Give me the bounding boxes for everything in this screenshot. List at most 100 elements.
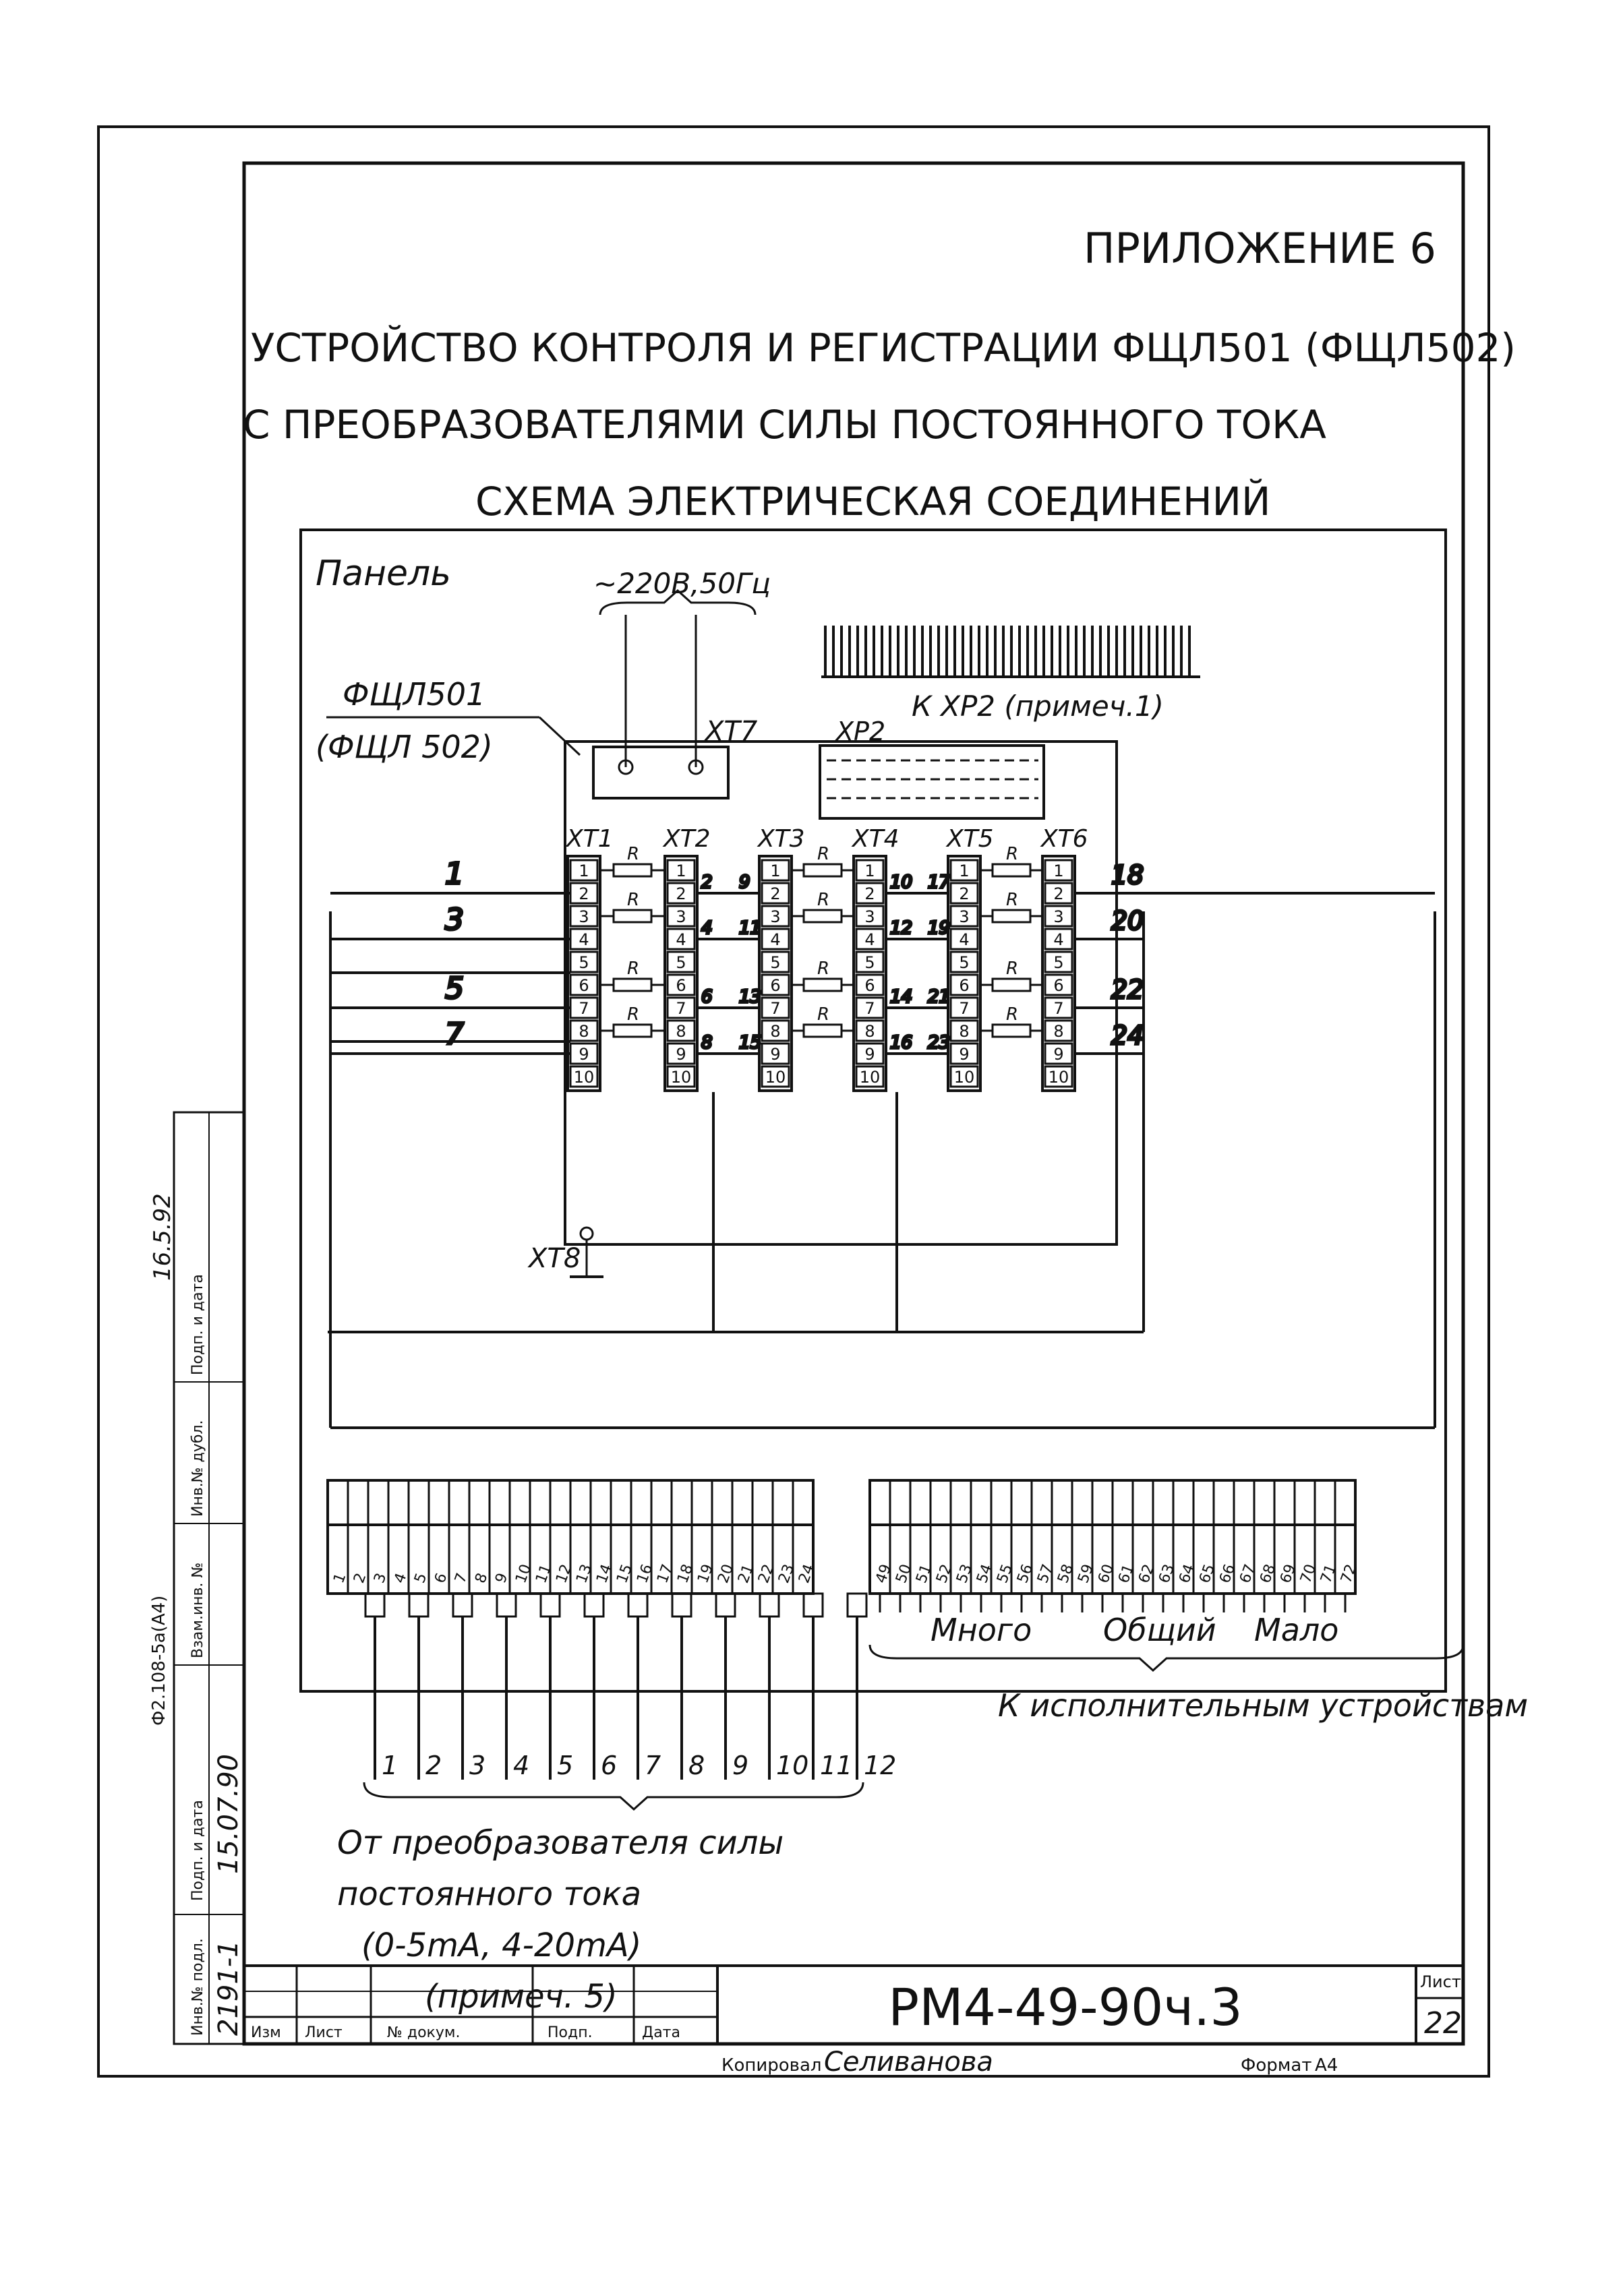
- terminal-cell: [666, 905, 696, 928]
- resistor: [991, 863, 1032, 878]
- terminal-cell: [569, 1019, 599, 1042]
- terminal-area: ХТ112345678910ХТ212345678910ХТ3123456789…: [565, 825, 1088, 1092]
- connector-pin-number: 57: [1034, 1562, 1057, 1585]
- terminal-block-label: ХТ4: [851, 825, 899, 853]
- wire-number: 1: [445, 857, 464, 891]
- terminal-cell: [666, 1042, 696, 1065]
- input-channel-number: 6: [601, 1751, 617, 1780]
- resistor-label: R: [817, 959, 829, 979]
- input-caption-2: постоянного тока: [337, 1875, 641, 1913]
- resistor-label: R: [1006, 1004, 1018, 1025]
- format-label: Формат: [1241, 2055, 1312, 2076]
- resistor: [802, 909, 843, 924]
- terminal-number: 7: [770, 999, 780, 1018]
- terminal-cell: [569, 973, 599, 996]
- resistor: [612, 1023, 653, 1038]
- resistor-label: R: [817, 844, 829, 864]
- connector-pin-number: 69: [1277, 1562, 1299, 1585]
- connector-right: 4950515253545556575859606162636465666768…: [868, 1479, 1360, 1612]
- terminal-number: 9: [676, 1045, 686, 1064]
- document-code: РМ4-49-90ч.3: [888, 1977, 1242, 2037]
- connector-pin-number: 58: [1055, 1562, 1077, 1585]
- input-channel-number: 11: [820, 1751, 852, 1780]
- xt8-terminal: [579, 1226, 594, 1241]
- terminal-cell: [1044, 1065, 1073, 1088]
- terminal-number: 7: [676, 999, 686, 1018]
- terminal-cell: [761, 996, 790, 1019]
- connector-pin-number: 11: [533, 1562, 555, 1585]
- copied-label: Копировал: [721, 2055, 822, 2076]
- inner-frame: [242, 161, 1465, 2046]
- connector-pin-number: 18: [674, 1562, 697, 1585]
- connector-pin-number: 60: [1095, 1562, 1117, 1585]
- xt7-label: ХТ7: [704, 716, 758, 747]
- connector-pin-number: 56: [1014, 1562, 1036, 1585]
- input-channel-number: 9: [732, 1751, 748, 1780]
- resistor-label: R: [1006, 959, 1018, 979]
- connector-pin-number: 52: [933, 1562, 955, 1585]
- terminal-number: 2: [864, 884, 875, 903]
- terminal-cell: [949, 1019, 979, 1042]
- input-plug: [627, 1592, 649, 1618]
- terminal-number: 10: [671, 1068, 692, 1087]
- terminal-cell: [1044, 905, 1073, 928]
- input-plug: [846, 1592, 868, 1618]
- col-change: Изм: [251, 2024, 281, 2041]
- xp2-pins: [827, 759, 1038, 799]
- resistor-label: R: [1006, 890, 1018, 910]
- input-channel-number: 10: [776, 1751, 808, 1780]
- terminal-cell: [569, 950, 599, 973]
- device-leader: [538, 716, 581, 756]
- device-alt-name: (ФЩЛ 502): [316, 729, 493, 765]
- col-date: Дата: [642, 2024, 680, 2041]
- terminal-block-label: ХТ6: [1040, 825, 1088, 853]
- terminal-cell: [855, 1019, 885, 1042]
- connector-pin-number: 10: [512, 1562, 535, 1585]
- terminal-cell: [855, 950, 885, 973]
- terminal-cell: [949, 882, 979, 905]
- power-brace: [599, 588, 757, 615]
- input-plug: [539, 1592, 561, 1618]
- terminal-cell: [666, 859, 696, 882]
- input-caption-3: (0-5mA, 4-20mA): [361, 1927, 641, 1964]
- terminal-cell: [855, 1042, 885, 1065]
- terminal-block-label: ХТ3: [757, 825, 805, 853]
- terminal-block-label: ХТ1: [565, 825, 614, 853]
- wire-number: 20: [1111, 906, 1144, 936]
- terminal-number: 8: [579, 1022, 589, 1041]
- wire-number: 16: [890, 1033, 912, 1053]
- terminal-cell: [855, 996, 885, 1019]
- connector-pin-number: 15: [614, 1562, 636, 1585]
- wire-number: 3: [445, 903, 464, 937]
- sheet-number: 22: [1424, 2006, 1462, 2041]
- terminal-number: 3: [579, 907, 589, 926]
- title-line-1: УСТРОЙСТВО КОНТРОЛЯ И РЕГИСТРАЦИИ ФЩЛ501…: [251, 324, 1516, 371]
- connector-pin-number: 70: [1297, 1562, 1320, 1585]
- terminal-number: 8: [864, 1022, 875, 1041]
- terminal-cell: [1044, 859, 1073, 882]
- terminal-number: 2: [579, 884, 589, 903]
- terminal-cell: [1044, 973, 1073, 996]
- terminal-number: 1: [1053, 862, 1063, 880]
- terminal-number: 5: [864, 953, 875, 972]
- connector-pin-number: 5: [411, 1571, 430, 1585]
- terminal-cell: [855, 928, 885, 950]
- connector-pin-number: 7: [452, 1571, 471, 1585]
- terminal-number: 4: [770, 930, 780, 949]
- connector-pin-number: 63: [1156, 1562, 1178, 1585]
- resistor-label: R: [627, 890, 639, 910]
- connector-pin-number: 67: [1237, 1562, 1259, 1585]
- terminal-number: 10: [765, 1068, 786, 1087]
- to-actuators-label: К исполнительным устройствам: [998, 1687, 1528, 1724]
- input-channel-number: 4: [513, 1751, 529, 1780]
- terminal-cell: [1044, 1042, 1073, 1065]
- wire-number: 21: [928, 987, 950, 1007]
- margin-handwriting-3: 16.5.92: [149, 1193, 176, 1281]
- wire-number: 13: [739, 987, 761, 1007]
- terminal-cell: [949, 859, 979, 882]
- xt7-terminal: [688, 759, 704, 775]
- margin-handwriting-2: 15.07.90: [213, 1754, 244, 1874]
- connector-pin-number: 17: [654, 1562, 676, 1585]
- terminal-number: 6: [959, 976, 969, 995]
